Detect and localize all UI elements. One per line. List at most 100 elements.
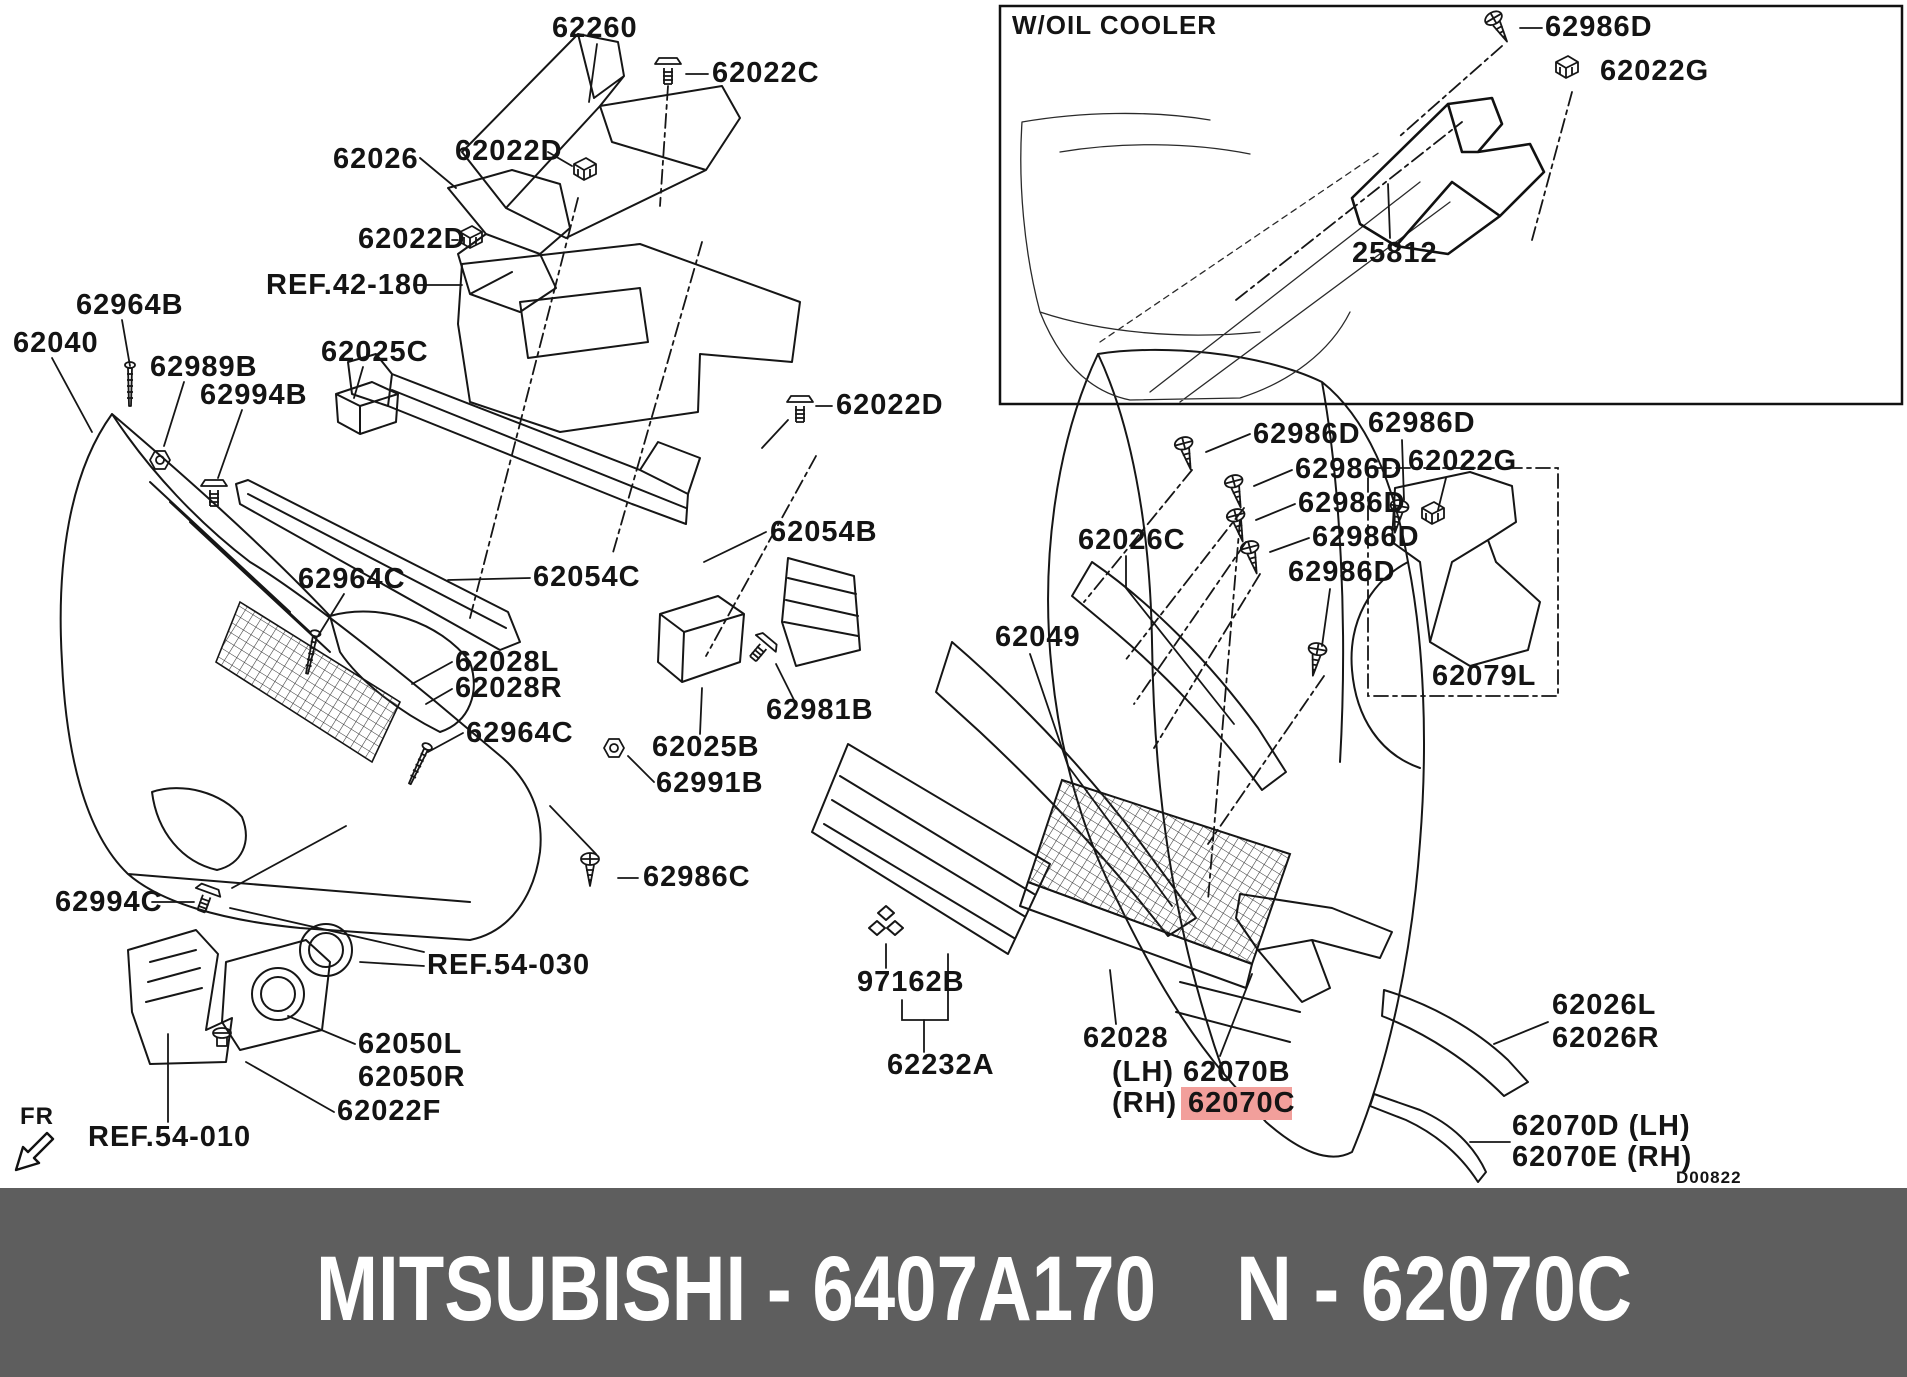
part-label-62986d: 62986D	[1253, 418, 1361, 450]
leader-line	[1253, 469, 1293, 487]
leader-line	[447, 577, 531, 581]
part-label-62022d: 62022D	[836, 389, 944, 421]
leader-line	[1493, 1021, 1549, 1045]
mitsubishi-diamond-icon	[868, 905, 904, 936]
center-grille-mesh-62028	[1026, 778, 1292, 966]
nut-icon	[603, 738, 625, 758]
leader-line	[1207, 519, 1241, 901]
part-label-25812: 25812	[1352, 237, 1438, 269]
leader-line	[549, 805, 597, 855]
screw-icon	[580, 852, 600, 887]
part-label-62026c: 62026C	[1078, 524, 1186, 556]
leader-line	[1153, 573, 1261, 749]
leader-line	[469, 197, 579, 619]
bumper-beam-drawing	[347, 353, 701, 525]
part-label-62986d: 62986D	[1368, 407, 1476, 439]
part-label-ref-42-180: REF.42-180	[266, 269, 429, 301]
part-label-62070d-lh: 62070D (LH)	[1512, 1110, 1691, 1142]
part-label-62994b: 62994B	[200, 379, 308, 411]
leader-line	[1109, 969, 1117, 1025]
part-label-62986c: 62986C	[643, 861, 751, 893]
part-label-62070c: 62070C	[1188, 1087, 1296, 1119]
leader-line	[1269, 537, 1310, 553]
leader-line	[1029, 653, 1173, 907]
part-label-d00822: D00822	[1676, 1168, 1742, 1187]
leader-line	[317, 593, 345, 637]
leader-line	[425, 688, 453, 705]
bolt-icon	[654, 57, 682, 85]
part-label-62964b: 62964B	[76, 289, 184, 321]
oil-cooler-duct-drawing	[1350, 96, 1546, 256]
leader-line	[217, 409, 243, 479]
leader-line	[588, 43, 598, 103]
leader-line	[1387, 183, 1391, 239]
part-label-62026: 62026	[333, 143, 419, 175]
part-label-62981b: 62981B	[766, 694, 874, 726]
corner-trim-frame	[1367, 467, 1559, 697]
leader-line	[163, 381, 185, 447]
part-label-62070e-rh: 62070E (RH)	[1512, 1141, 1692, 1173]
leader-line	[1321, 588, 1331, 647]
lower-rail-drawing	[235, 479, 521, 651]
part-label-fr: FR	[20, 1103, 54, 1130]
leader-line	[1125, 555, 1235, 725]
fin-trim-62070bc-drawing	[1235, 893, 1393, 1003]
clip-icon	[1555, 55, 1579, 79]
leader-line	[705, 455, 817, 657]
leader-line	[419, 157, 457, 189]
part-label-62986d: 62986D	[1298, 487, 1406, 519]
part-labels-group: 62260 62022C 62026 62022D 62022D REF.42-180 62…	[13, 10, 1742, 1187]
part-label-62040: 62040	[13, 327, 99, 359]
part-label-62986d: 62986D	[1295, 453, 1403, 485]
fog-lamp-bezel-circle	[251, 967, 305, 1021]
part-label-lh-62070b: (LH) 62070B	[1112, 1056, 1291, 1088]
screw-icon	[1303, 640, 1329, 679]
part-label-ref-54-030: REF.54-030	[427, 949, 590, 981]
part-label-62054b: 62054B	[770, 516, 878, 548]
oil-cooler-inset	[998, 4, 1904, 406]
leader-line	[1207, 675, 1325, 845]
footer-brand-and-part-number: MITSUBISHI - 6407A170	[316, 1238, 1156, 1340]
part-label-62991b: 62991B	[656, 767, 764, 799]
inset-dashed-line	[1099, 151, 1381, 343]
fog-bracket-drawing	[127, 929, 233, 1065]
leader-line	[353, 366, 364, 399]
leader-line	[1219, 973, 1253, 1057]
part-label-62025b: 62025B	[652, 731, 760, 763]
part-label-62989b: 62989B	[150, 351, 258, 383]
part-label-62232a: 62232A	[887, 1049, 995, 1081]
grille-surround-62026c-drawing	[1071, 561, 1287, 791]
footer-band: MITSUBISHI - 6407A170 N - 62070C	[0, 1188, 1907, 1377]
part-label-62022c: 62022C	[712, 57, 820, 89]
bolt-icon	[188, 881, 224, 917]
part-label-w-oil-cooler: W/OIL COOLER	[1012, 10, 1217, 40]
footer-reference-number: N - 62070C	[1236, 1238, 1632, 1340]
screw-icon	[1172, 434, 1201, 473]
nut-icon	[149, 450, 171, 470]
part-label-rh: (RH)	[1112, 1087, 1177, 1119]
footer-background	[0, 1188, 1907, 1377]
fr-direction-arrow-icon	[14, 1131, 55, 1172]
part-label-62022g: 62022G	[1600, 55, 1709, 87]
part-label-62022d: 62022D	[455, 135, 563, 167]
end-bracket-drawing	[781, 557, 861, 667]
part-label-62028l: 62028L	[455, 646, 559, 678]
round-fog-lamp-inner	[308, 932, 344, 968]
inset-car-outline	[1020, 112, 1451, 403]
support-bracket-62026-drawing	[447, 169, 571, 313]
corner-trim-62079l-drawing	[1391, 471, 1541, 667]
right-assembly-drawing	[811, 348, 1559, 1183]
fog-lamp-housing-drawing	[221, 939, 331, 1051]
bolt-icon	[786, 395, 814, 423]
leader-line	[427, 732, 464, 753]
foam-absorber-drawing	[657, 595, 745, 683]
part-label-62028r: 62028R	[455, 672, 563, 704]
trim-62026lr-drawing	[1381, 989, 1529, 1097]
part-label-62260: 62260	[552, 12, 638, 44]
part-label-62049: 62049	[995, 621, 1081, 653]
fog-lamp-bezel-inner	[260, 976, 296, 1012]
left-assembly-drawing	[59, 33, 861, 1065]
part-label-62054c: 62054C	[533, 561, 641, 593]
leader-line	[611, 241, 703, 557]
